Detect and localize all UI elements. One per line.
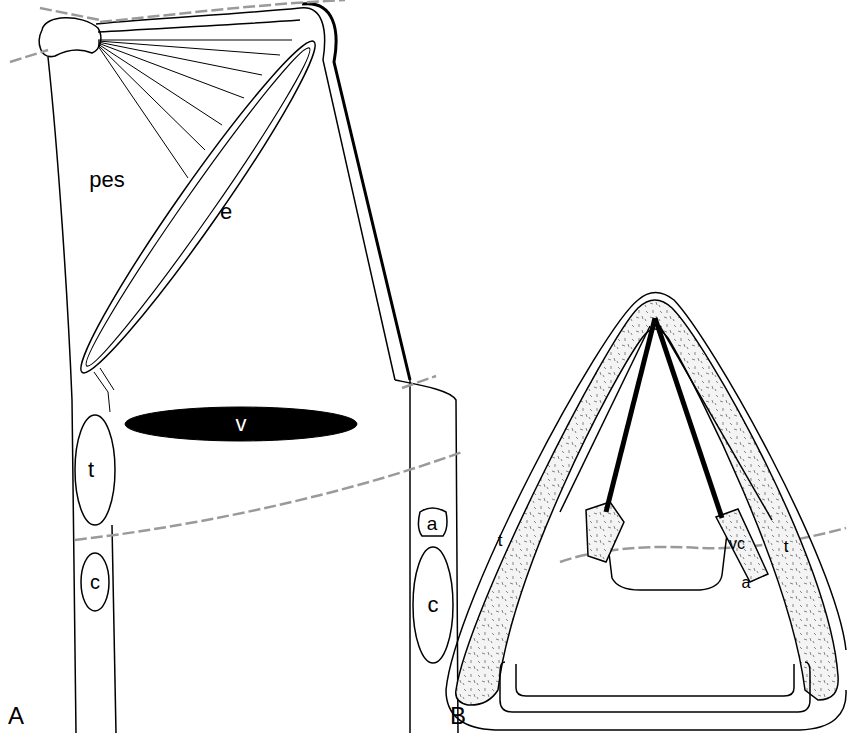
cricoid-cartilage — [500, 662, 810, 712]
part-label: a — [742, 575, 751, 591]
hyoid-bone — [39, 18, 101, 57]
dashed-line — [75, 452, 462, 540]
laryngeal-wall — [112, 525, 116, 733]
cricoid-cartilage — [516, 664, 794, 696]
thyroid-cartilage: t — [72, 412, 118, 528]
part-letter: v — [236, 413, 247, 435]
sagittal-view — [39, 4, 458, 733]
part-label: t — [498, 532, 503, 549]
dashed-boundaries — [10, 0, 846, 562]
cartilage-outline — [75, 40, 320, 374]
region-label: pes — [89, 169, 124, 191]
panel-letter: A — [8, 704, 24, 728]
laryngeal-wall — [395, 380, 458, 733]
dashed-line — [100, 0, 345, 22]
thyroid-cartilage — [456, 300, 838, 705]
laryngeal-wall — [409, 380, 411, 733]
cartilage-outline — [418, 508, 447, 536]
cricoid-cartilage: c — [410, 544, 456, 666]
thyroarytenoid-edge — [560, 326, 650, 512]
cricoid-cartilage: c — [78, 550, 112, 614]
epiglottis: e — [60, 30, 340, 390]
cartilage-outline — [75, 415, 115, 525]
axial-view — [446, 293, 846, 731]
cartilage-outline — [65, 29, 331, 384]
thyroarytenoid-edge — [660, 326, 772, 520]
pharyngeal-wall — [48, 57, 76, 733]
part-letter: a — [427, 514, 438, 533]
dashed-line — [40, 8, 100, 20]
mucosa-line — [98, 20, 300, 32]
dashed-line — [10, 50, 48, 62]
epiglottis-surface — [300, 8, 395, 380]
vocal-cord — [606, 318, 655, 512]
panel-letter: B — [450, 704, 466, 728]
node-outline — [72, 412, 118, 528]
part-letter: c — [90, 572, 100, 592]
vocal-cord — [655, 318, 722, 518]
node-outline — [60, 30, 340, 390]
cartilage-outline — [81, 553, 109, 611]
part-label: t — [784, 538, 789, 555]
part-letter: t — [88, 459, 94, 481]
airway-contour — [605, 520, 728, 590]
arytenoid-cartilage — [716, 509, 768, 582]
cartilage-outline — [125, 407, 357, 441]
vestibule: v — [120, 402, 362, 446]
part-letter: e — [220, 201, 232, 223]
part-letter: c — [428, 594, 439, 616]
arytenoid-cartilage: a — [414, 505, 452, 543]
dashed-line — [402, 376, 436, 388]
part-label: vc — [729, 536, 745, 552]
cartilage-outline — [413, 547, 453, 663]
mucosa-line — [302, 4, 410, 380]
petiole — [94, 368, 114, 412]
